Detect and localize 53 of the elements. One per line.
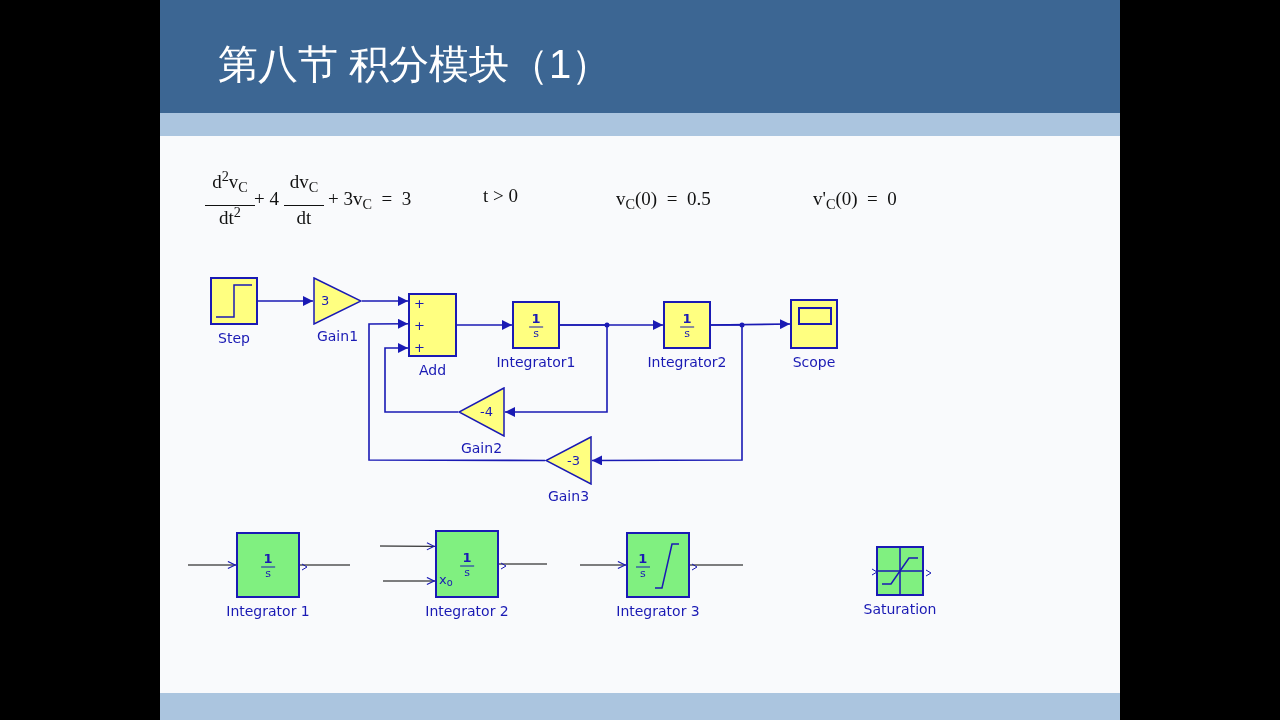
equation-text: d$^{2}$v$_{C}$ (211, 170, 249, 194)
slide-title: 第八节 积分模块（1） (218, 41, 612, 88)
equation-text: dt$^{2}$ (205, 205, 255, 230)
gain-value: 3 (321, 292, 330, 311)
signal-arrow (382, 576, 436, 586)
equation-text: v'$_{C}$(0) = 0 (813, 187, 897, 211)
initial-condition-label: x$_{o}$ (439, 572, 453, 588)
signal-arrow (379, 542, 436, 551)
block-label: Scope (792, 354, 836, 370)
block-label: Gain3 (547, 488, 590, 504)
block-label: Integrator 1 (226, 603, 310, 619)
signal-arrow (504, 324, 608, 417)
signal-line (498, 563, 548, 565)
signal-line (299, 564, 351, 566)
block-label: Gain1 (316, 328, 359, 344)
block-label: Integrator2 (647, 354, 727, 370)
denominator-text: s (529, 326, 543, 340)
block-label: Integrator 3 (616, 603, 700, 619)
block-label: Integrator 2 (425, 603, 509, 619)
block-label: Add (418, 362, 447, 378)
signal-line (689, 564, 744, 566)
equation-text: + 4 (254, 187, 279, 211)
signal-arrow (579, 560, 627, 570)
block-label: Saturation (863, 601, 937, 617)
numerator-text: 1 (263, 550, 273, 567)
signal-arrow (456, 320, 513, 330)
block-label: Step (218, 330, 250, 346)
sign-label: + (414, 340, 425, 356)
equation-text: v$_{C}$(0) = 0.5 (616, 187, 711, 211)
denominator-text: s (680, 326, 694, 340)
denominator-text: s (636, 566, 650, 580)
numerator-text: 1 (638, 550, 648, 567)
signal-arrow (384, 343, 459, 413)
signal-arrow (591, 324, 743, 466)
sign-label: + (414, 318, 425, 334)
equation-text: dt (284, 205, 324, 230)
equation-text: + 3v$_{C}$ = 3 (328, 187, 412, 211)
numerator-text: 1 (462, 549, 472, 566)
gain-value: -4 (480, 403, 493, 422)
block-label: Integrator1 (496, 354, 576, 370)
numerator-text: 1 (682, 310, 692, 327)
signal-arrow (368, 318, 546, 462)
sign-label: + (414, 296, 425, 312)
denominator-text: s (261, 566, 275, 580)
equation-text: t > 0 (483, 184, 518, 208)
block-label: Gain2 (460, 440, 503, 456)
gain-value: -3 (567, 451, 580, 470)
signal-arrow (187, 560, 237, 570)
equation-text: dv$_{C}$ (288, 170, 320, 194)
denominator-text: s (460, 565, 474, 579)
signal-arrow (257, 296, 314, 306)
signal-arrow (361, 296, 409, 306)
numerator-text: 1 (531, 310, 541, 327)
